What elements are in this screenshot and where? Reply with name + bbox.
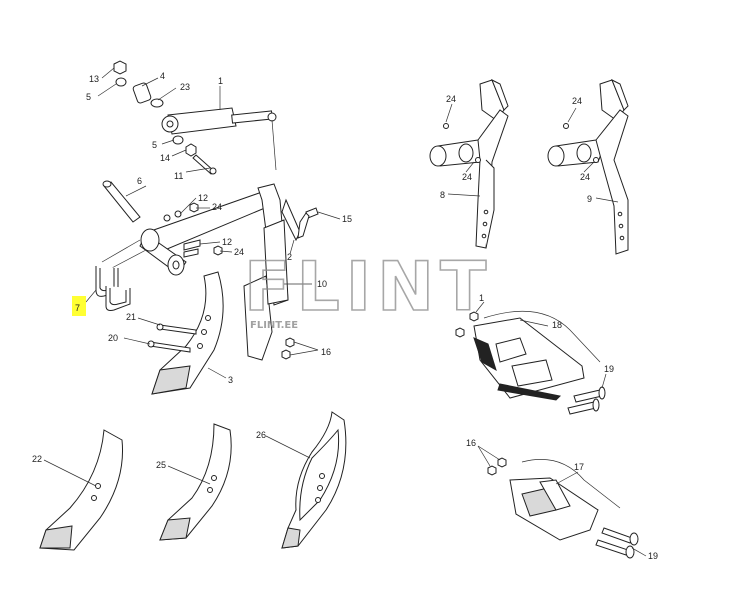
label-20: 20 (108, 333, 118, 343)
label-12-lower: 12 (222, 237, 232, 247)
label-9: 9 (587, 194, 592, 204)
label-22: 22 (32, 454, 42, 464)
shank-blade-3 (147, 271, 224, 395)
label-24-frame-lower: 24 (234, 247, 244, 257)
cylinder-assembly (113, 60, 277, 175)
label-21: 21 (126, 312, 136, 322)
label-24-arm8-top: 24 (446, 94, 456, 104)
share-18 (455, 310, 606, 415)
label-16-point: 16 (466, 438, 476, 448)
blade-25 (159, 423, 232, 541)
u-bolts (95, 266, 131, 311)
label-4: 4 (160, 71, 165, 81)
arm-8 (429, 78, 509, 249)
label-23: 23 (180, 82, 190, 92)
label-8: 8 (440, 190, 445, 200)
label-24-arm9-top: 24 (572, 96, 582, 106)
label-12-upper: 12 (198, 193, 208, 203)
label-2: 2 (287, 252, 292, 262)
label-1: 1 (218, 76, 223, 86)
label-14: 14 (160, 153, 170, 163)
blade-22 (39, 429, 123, 551)
watermark-brand: FLINT (244, 248, 492, 327)
point-17 (487, 457, 639, 559)
label-7: 7 (75, 303, 80, 313)
watermark-site: FLINT.EE (250, 320, 298, 331)
flint-watermark: FLINT FLINT.EE (243, 247, 492, 331)
label-10: 10 (317, 279, 327, 289)
label-19-share: 19 (604, 364, 614, 374)
label-11: 11 (174, 171, 183, 181)
label-24-frame-upper: 24 (212, 202, 222, 212)
label-16-frame: 16 (321, 347, 331, 357)
blade-26 (281, 411, 347, 549)
label-3: 3 (228, 375, 233, 385)
highlight-part-7 (72, 296, 86, 316)
label-17: 17 (574, 462, 584, 472)
arm-9 (547, 78, 629, 255)
label-24-arm8-bottom: 24 (462, 172, 472, 182)
label-25: 25 (156, 460, 166, 470)
label-19-point: 19 (648, 551, 658, 561)
label-26: 26 (256, 430, 266, 440)
frame-assembly (101, 180, 319, 361)
label-5-upper: 5 (86, 92, 91, 102)
part-labels: 13 5 4 23 1 5 14 11 6 12 24 12 24 15 2 1… (32, 71, 658, 561)
label-18: 18 (552, 320, 562, 330)
label-24-arm9-bottom: 24 (580, 172, 590, 182)
label-6: 6 (137, 176, 142, 186)
label-13: 13 (89, 74, 99, 84)
label-15: 15 (342, 214, 352, 224)
leader-lines (43, 67, 647, 557)
label-1-share: 1 (479, 293, 484, 303)
label-5-lower: 5 (152, 140, 157, 150)
